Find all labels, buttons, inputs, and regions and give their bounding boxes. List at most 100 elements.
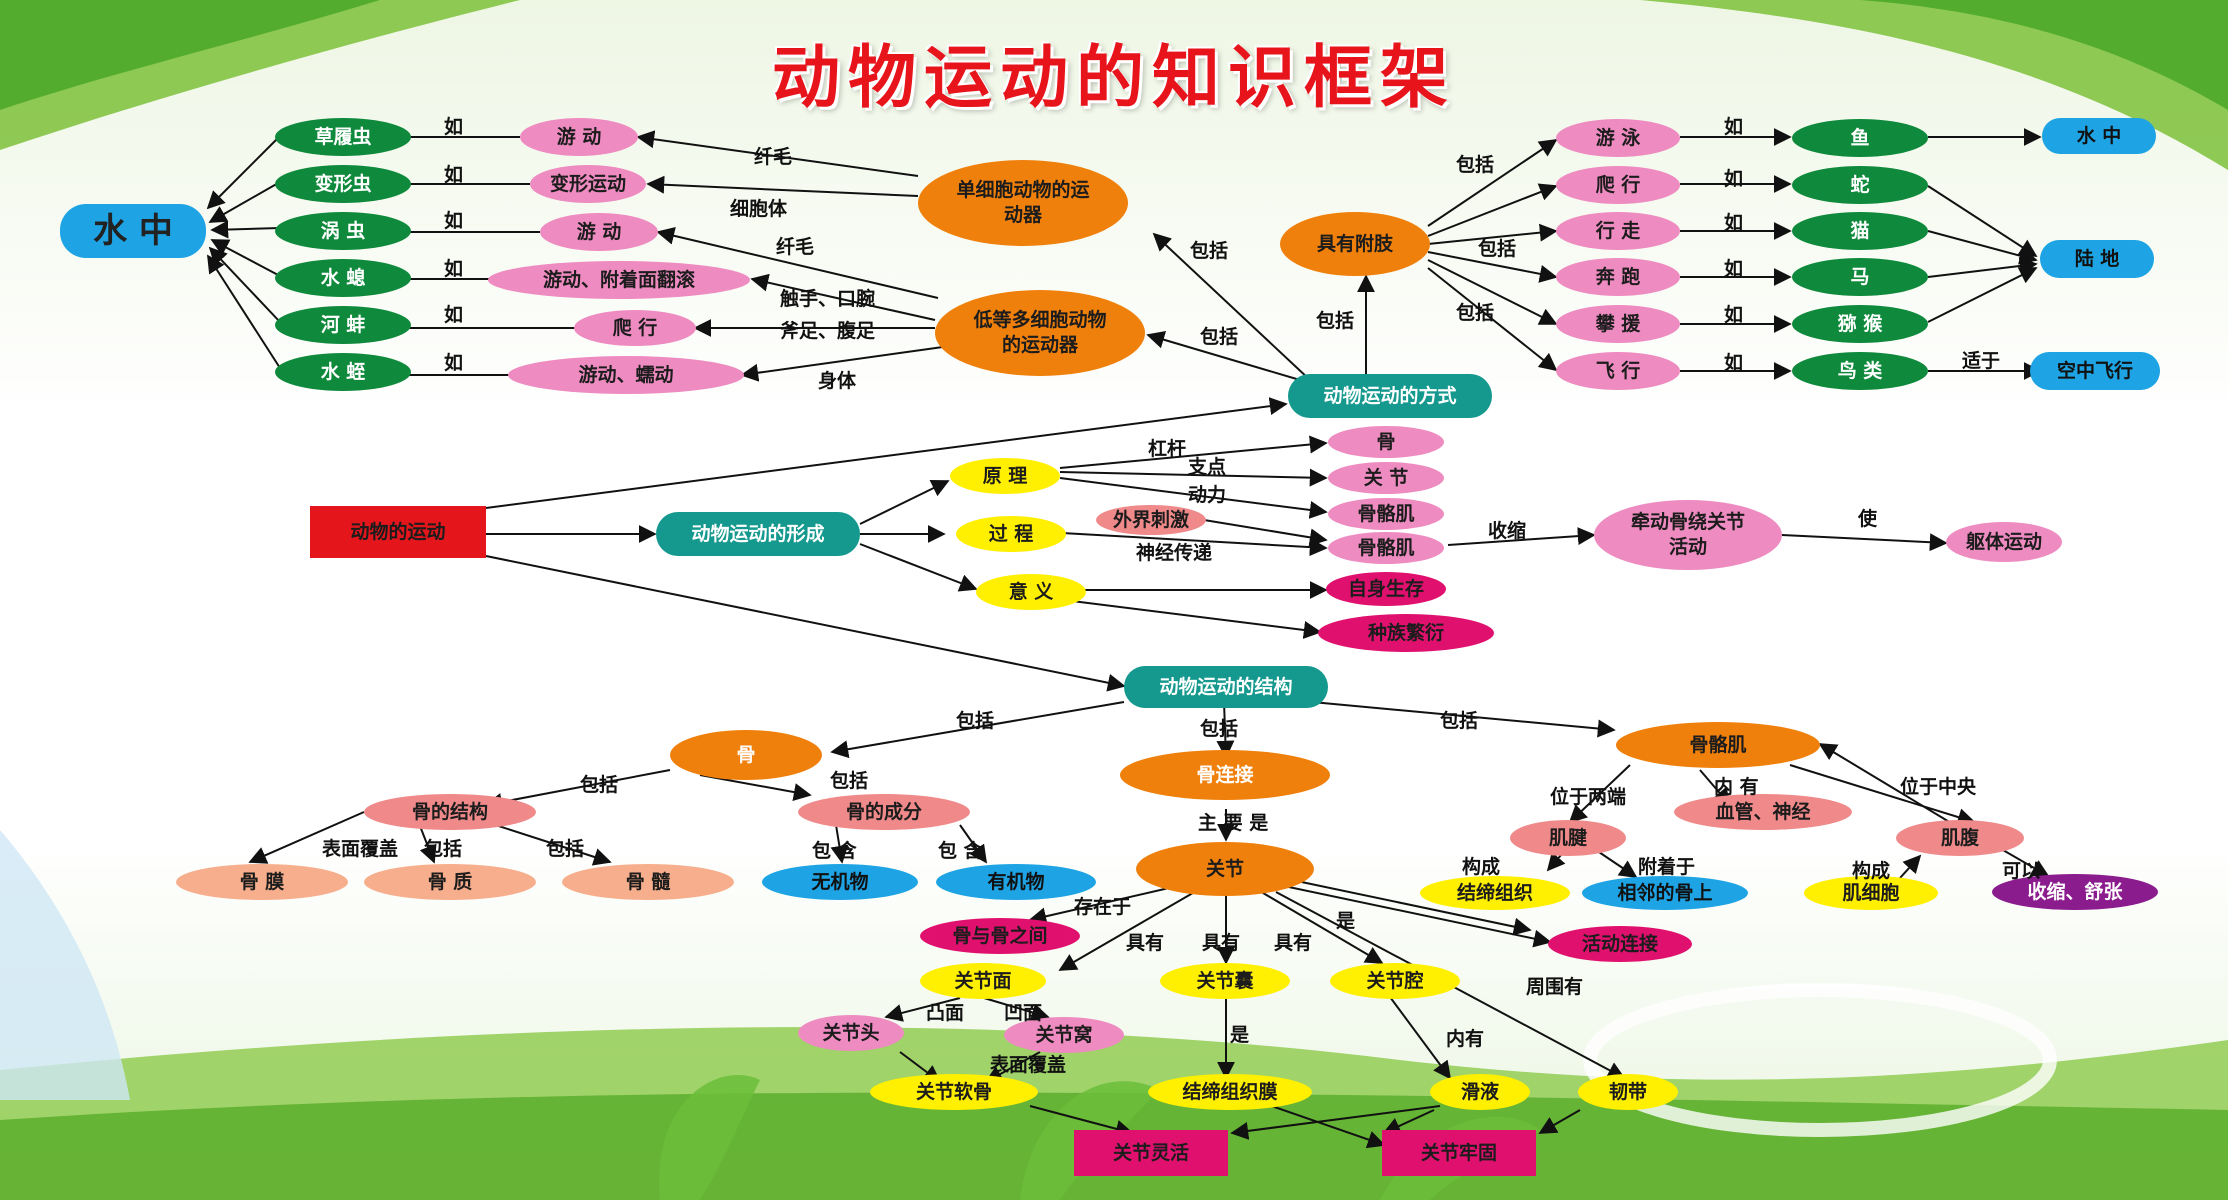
label-ru-1: 如 xyxy=(444,116,464,138)
node-swim-roll: 游动、附着面翻滚 xyxy=(488,261,750,299)
node-joint-head: 关节头 xyxy=(798,1015,904,1051)
node-significance: 意 义 xyxy=(976,574,1086,610)
node-self-survival: 自身生存 xyxy=(1326,572,1446,606)
page-title: 动物运动的知识框架 xyxy=(771,38,1456,118)
label-ru-12: 如 xyxy=(1724,352,1744,374)
label-include-10: 包括 xyxy=(580,774,619,796)
node-connective-tissue: 结缔组织 xyxy=(1420,876,1570,910)
node-connective-membrane: 结缔组织膜 xyxy=(1148,1074,1312,1110)
label-foot: 斧足、腹足 xyxy=(780,320,876,342)
node-swim-creep: 游动、蠕动 xyxy=(508,356,744,394)
node-low-multicellular: 低等多细胞动物的运动器 xyxy=(935,290,1145,376)
node-ligament: 韧带 xyxy=(1578,1074,1678,1110)
node-organic: 有机物 xyxy=(936,864,1096,900)
label-include-4: 包括 xyxy=(1456,154,1495,176)
label-ru-5: 如 xyxy=(444,304,464,326)
node-stimulus: 外界刺激 xyxy=(1096,505,1206,535)
node-mussel: 河 蚌 xyxy=(275,306,411,344)
node-cat: 猫 xyxy=(1792,212,1928,250)
label-inside: 内 有 xyxy=(1714,776,1759,798)
label-have-3: 具有 xyxy=(1274,932,1313,954)
node-hydra: 水 螅 xyxy=(275,259,411,297)
node-swim-1: 游 动 xyxy=(520,118,638,156)
label-contain-2: 包 含 xyxy=(938,840,983,862)
label-body: 身体 xyxy=(818,370,857,392)
label-include-1: 包括 xyxy=(1190,240,1229,262)
node-movement-structure: 动物运动的结构 xyxy=(1124,666,1328,708)
node-unicellular: 单细胞动物的运动器 xyxy=(918,160,1128,246)
label-include-8: 包括 xyxy=(1200,718,1239,740)
label-include-13: 包括 xyxy=(424,838,463,860)
node-movement-modes: 动物运动的方式 xyxy=(1288,374,1492,418)
label-fulcrum: 支点 xyxy=(1188,456,1227,478)
node-leech: 水 蛭 xyxy=(275,353,411,391)
node-bone: 骨 xyxy=(670,730,822,780)
node-inorganic: 无机物 xyxy=(762,864,918,900)
node-movable-joint: 活动连接 xyxy=(1548,926,1692,962)
node-amoeboid: 变形运动 xyxy=(530,165,646,203)
node-snake: 蛇 xyxy=(1792,166,1928,204)
node-crawl-left: 爬 行 xyxy=(574,310,696,346)
label-center: 位于中央 xyxy=(1900,776,1977,798)
label-ru-9: 如 xyxy=(1724,212,1744,234)
label-nerve-transmit: 神经传递 xyxy=(1136,542,1213,564)
node-cartilage: 关节软骨 xyxy=(870,1074,1038,1110)
node-joint: 关节 xyxy=(1136,842,1314,896)
label-attach-to: 附着于 xyxy=(1638,856,1696,878)
node-joint-capsule: 关节囊 xyxy=(1160,963,1290,999)
node-tendon: 肌腱 xyxy=(1510,820,1626,856)
node-bone-lever: 骨 xyxy=(1328,426,1444,458)
label-ru-10: 如 xyxy=(1724,258,1744,280)
node-paramecium: 草履虫 xyxy=(275,118,411,156)
label-ru-4: 如 xyxy=(444,258,464,280)
node-amoeba: 变形虫 xyxy=(275,165,411,203)
node-water-right: 水 中 xyxy=(2042,118,2156,154)
node-bone-composition: 骨的成分 xyxy=(798,794,970,830)
node-body-movement: 躯体运动 xyxy=(1946,522,2062,562)
node-joint-firm: 关节牢固 xyxy=(1382,1130,1536,1176)
label-ru-7: 如 xyxy=(1724,116,1744,138)
label-cilia-1: 纤毛 xyxy=(754,146,793,168)
label-cilia-2: 纤毛 xyxy=(776,236,815,258)
node-flying: 飞 行 xyxy=(1556,352,1680,390)
label-tentacles: 触手、口腕 xyxy=(780,288,876,310)
node-muscle-contract: 骨骼肌 xyxy=(1328,532,1444,564)
label-include-6: 包括 xyxy=(1456,302,1495,324)
node-muscle-belly: 肌腹 xyxy=(1896,820,2024,856)
label-contain-1: 包 含 xyxy=(812,840,857,862)
label-can: 可以 xyxy=(2002,860,2041,882)
node-fish: 鱼 xyxy=(1792,119,1928,157)
node-running: 奔 跑 xyxy=(1556,258,1680,296)
node-bone-substance: 骨 质 xyxy=(364,864,536,900)
node-horse: 马 xyxy=(1792,258,1928,296)
label-is-1: 是 xyxy=(1336,910,1356,932)
label-contract: 收缩 xyxy=(1488,520,1527,542)
node-birds: 鸟 类 xyxy=(1792,352,1928,390)
label-exist-in: 存在于 xyxy=(1074,896,1132,918)
node-muscle-power: 骨骼肌 xyxy=(1328,498,1444,530)
label-include-14: 包括 xyxy=(546,838,585,860)
label-compose-1: 构成 xyxy=(1462,856,1501,878)
node-joint-fulcrum: 关 节 xyxy=(1328,462,1444,494)
node-joint-cavity: 关节腔 xyxy=(1330,963,1460,999)
node-appendages: 具有附肢 xyxy=(1280,212,1430,276)
label-both-ends: 位于两端 xyxy=(1550,786,1627,808)
node-water-left: 水 中 xyxy=(60,204,206,258)
node-bone-connection: 骨连接 xyxy=(1120,750,1330,800)
label-is-2: 是 xyxy=(1230,1024,1250,1046)
node-planarian: 涡 虫 xyxy=(275,212,411,250)
node-pull-bone: 牵动骨绕关节活动 xyxy=(1594,500,1782,570)
label-have-1: 具有 xyxy=(1126,932,1165,954)
label-have-2: 具有 xyxy=(1202,932,1241,954)
node-climbing: 攀 援 xyxy=(1556,305,1680,343)
node-adjacent-bones: 相邻的骨上 xyxy=(1582,876,1748,910)
label-ru-2: 如 xyxy=(444,164,464,186)
label-ru-8: 如 xyxy=(1724,168,1744,190)
node-between-bones: 骨与骨之间 xyxy=(920,918,1080,954)
node-air-flight: 空中飞行 xyxy=(2030,352,2160,390)
label-convex: 凸面 xyxy=(926,1002,965,1024)
label-ru-3: 如 xyxy=(444,210,464,232)
label-include-11: 包括 xyxy=(830,770,869,792)
label-cause: 使 xyxy=(1858,508,1878,530)
label-surface-cover-2: 表面覆盖 xyxy=(990,1054,1067,1076)
